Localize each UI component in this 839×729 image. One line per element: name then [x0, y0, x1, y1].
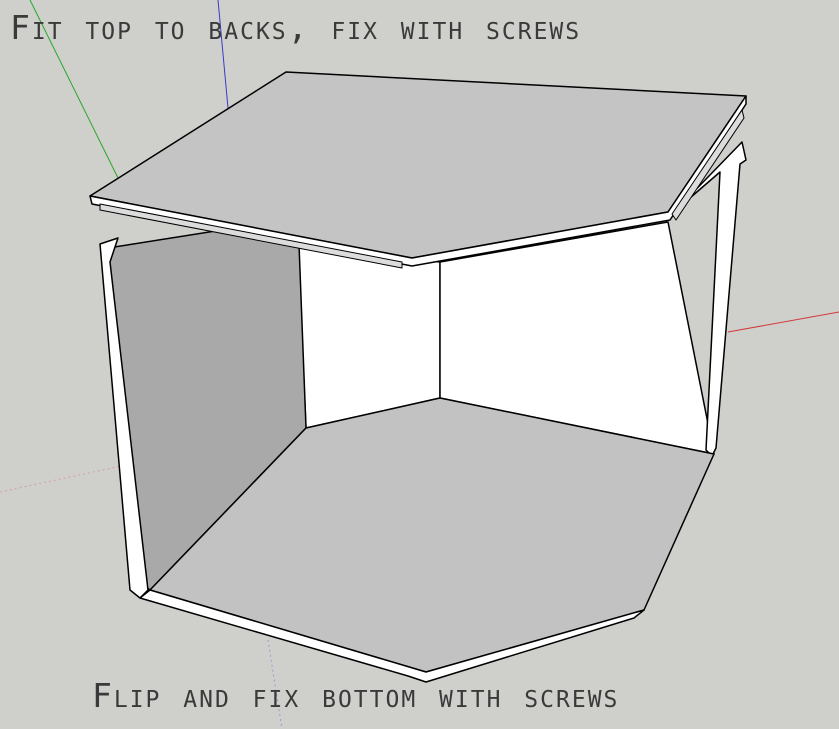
blue-axis-line: [217, 0, 229, 109]
bottom-panel-edge: [139, 589, 645, 683]
instruction-top-caption: Fit top to backs, fix with screws: [10, 8, 582, 47]
green-axis-line: [29, 0, 119, 179]
back-wall-left: [297, 247, 441, 429]
blue-axis-dotted-line: [267, 639, 283, 729]
top-panel-groove-left: [99, 203, 403, 269]
top-panel-groove-right: [671, 109, 745, 221]
left-side-panel-edge: [99, 237, 149, 599]
instruction-bottom-caption: Flip and fix bottom with screws: [92, 676, 620, 715]
red-axis-line: [727, 311, 839, 333]
right-back-panel-edge: [675, 141, 747, 457]
red-axis-dotted-line: [0, 461, 141, 493]
